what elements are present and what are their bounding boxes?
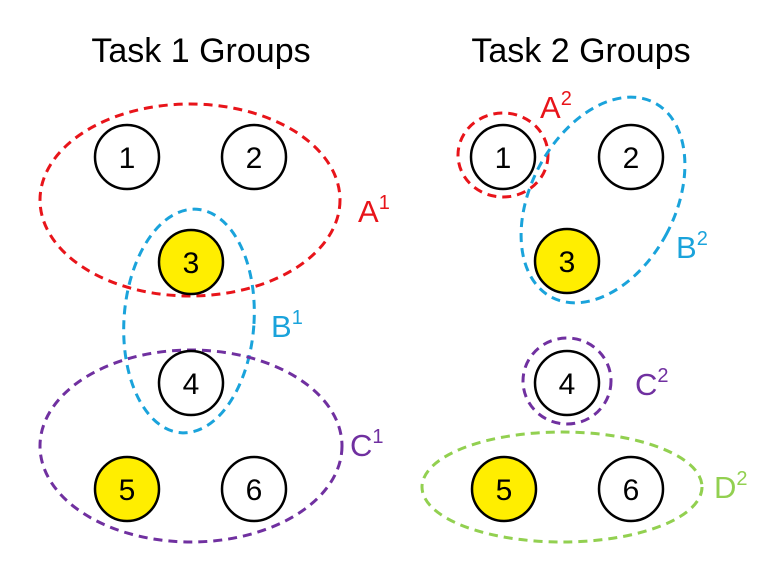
task1-node-2: 2 [220,123,288,191]
task1-node-1: 1 [93,123,161,191]
task2-group-c-outline [521,336,613,426]
task2-node-5: 5 [470,455,538,523]
task1-group-b-outline [122,207,256,435]
task1-group-c-label: C1 [350,426,384,463]
task1-group-a-outline [38,102,342,298]
svg-text:1: 1 [119,142,136,175]
task2-group-b-label: B2 [676,228,708,265]
task2-node-2: 2 [597,123,665,191]
task1-title: Task 1 Groups [91,32,310,70]
task2-group-a-outline [456,111,550,199]
task2-group-b-outline [519,95,687,305]
task2-group-c-label: C2 [635,365,669,402]
svg-text:3: 3 [183,247,200,280]
task2-node-1: 1 [469,123,537,191]
svg-text:4: 4 [559,368,576,401]
svg-text:5: 5 [496,474,513,507]
svg-text:6: 6 [246,474,263,507]
task2-group-a-label: A2 [540,88,572,125]
svg-text:2: 2 [246,142,263,175]
task2-node-6: 6 [597,455,665,523]
svg-text:3: 3 [559,246,576,279]
svg-text:6: 6 [623,474,640,507]
svg-text:1: 1 [495,142,512,175]
task1-node-3: 3 [157,228,225,296]
task2-node-4: 4 [533,349,601,417]
svg-text:4: 4 [183,368,200,401]
task1-node-5: 5 [93,455,161,523]
task2-group-d-outline [420,430,704,544]
task1-node-4: 4 [157,349,225,417]
task1-node-6: 6 [220,455,288,523]
task2-title: Task 2 Groups [471,32,690,70]
task1-group-a-label: A1 [358,192,390,229]
task2-group-d-label: D2 [714,468,748,505]
svg-text:5: 5 [119,474,136,507]
task1-group-b-label: B1 [271,307,303,344]
svg-text:2: 2 [623,142,640,175]
task2-node-3: 3 [533,227,601,295]
